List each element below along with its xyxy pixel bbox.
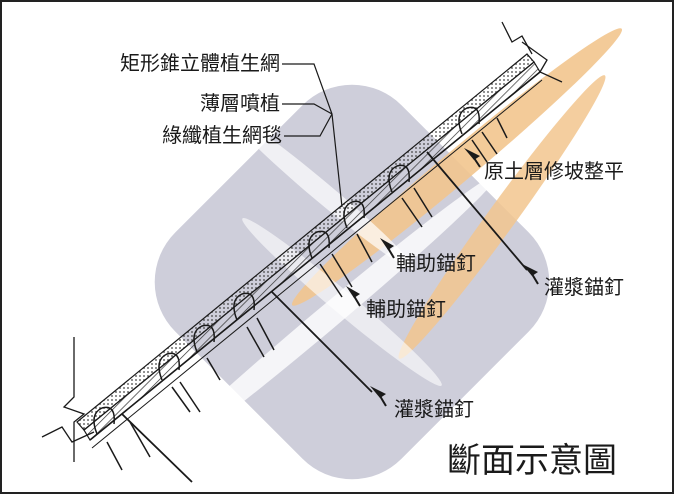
- label-geocell: 矩形錐立體植生網: [120, 51, 280, 75]
- short-anchors: [106, 117, 508, 471]
- diagram-title: 斷面示意圖: [447, 441, 617, 481]
- leader-lines: [282, 63, 343, 208]
- label-hydroseed: 薄層噴植: [200, 91, 280, 115]
- label-blanket: 綠纖植生網毯: [162, 123, 282, 147]
- label-grout-anchor-1: 灌漿錨釘: [544, 275, 624, 299]
- label-aux-anchor-1: 輔助錨釘: [396, 251, 476, 275]
- label-grout-anchor-2: 灌漿錨釘: [394, 397, 474, 421]
- grout-anchors: [121, 151, 528, 483]
- watermark-logo: [145, 28, 623, 480]
- label-subgrade: 原土層修坡整平: [484, 159, 624, 183]
- label-aux-anchor-2: 輔助錨釘: [366, 297, 446, 321]
- anchor-loops: [93, 106, 480, 435]
- break-lines: [41, 21, 563, 462]
- arrows: [346, 148, 539, 407]
